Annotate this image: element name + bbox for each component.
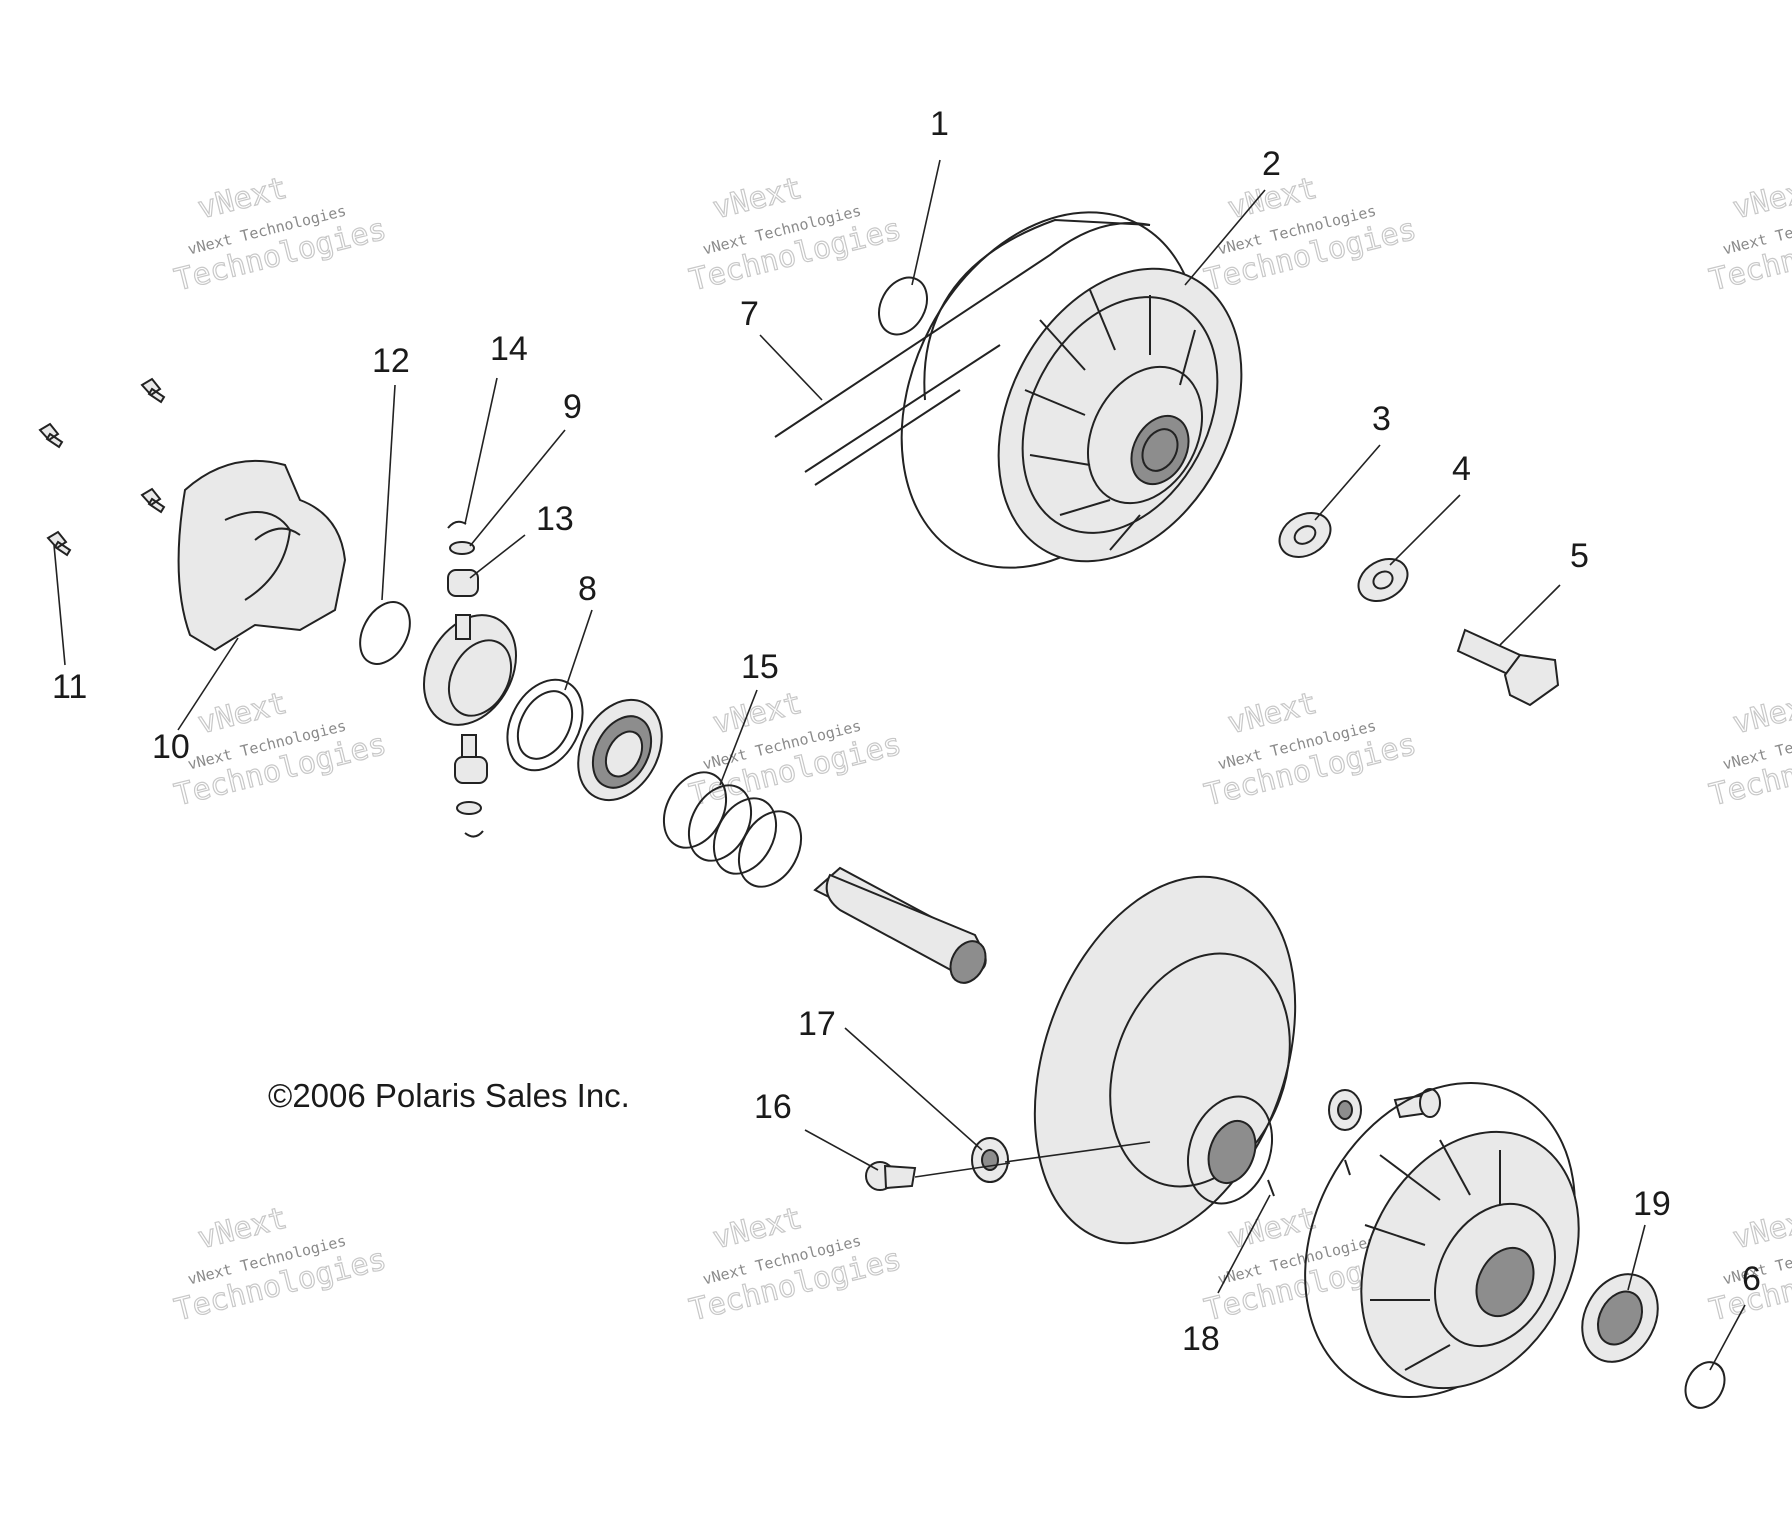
snap-ring [359,601,411,665]
shaft-sleeve [813,866,987,984]
watermark-text: vNext [1729,686,1792,742]
driven-clutch-sheave [1033,875,1297,1245]
bearing-19 [1581,1273,1659,1363]
spider-assembly [422,614,518,758]
roller-stack-top [447,520,479,597]
callout-5: 5 [1570,537,1589,575]
copyright-notice: ©2006 Polaris Sales Inc. [268,1077,630,1114]
watermark-7: vNext vNext Technologies Technologies [1200,685,1420,814]
callout-14: 14 [490,330,528,368]
watermark-text: Technologies [1706,727,1792,813]
watermark-text: vNext [1729,1201,1792,1257]
cam-roller-16 [865,1161,917,1191]
callout-16: 16 [754,1088,792,1126]
callout-3: 3 [1372,400,1391,438]
roller-stack-bottom [454,756,488,838]
watermark-9: vNext vNext Technologies Technologies [170,1200,390,1329]
moveable-sheave [1304,1081,1580,1399]
callout-8: 8 [578,570,597,608]
watermark-1: vNext vNext Technologies Technologies [170,170,390,299]
callout-labels: 1 2 3 4 5 6 7 8 9 10 11 12 13 14 15 16 1… [52,105,1761,1358]
callout-13: 13 [536,500,574,538]
washer-3 [1278,512,1332,558]
watermark-text: vNext [1729,171,1792,227]
callout-7: 7 [740,295,759,333]
clutch-spring [662,771,803,888]
callout-4: 4 [1452,450,1471,488]
callout-9: 9 [563,388,582,426]
retaining-ring-top [878,276,928,336]
callout-17: 17 [798,1005,836,1043]
watermark-text: Technologies [1706,212,1792,298]
cap-screws [38,377,166,557]
spider-button-ring [577,698,663,802]
watermark-6: vNext vNext Technologies Technologies [685,685,905,814]
callout-15: 15 [741,648,779,686]
callout-10: 10 [152,728,190,766]
callout-12: 12 [372,342,410,380]
cam-roller-right [1328,1088,1441,1131]
sheave-fins [1024,289,1196,551]
callout-19: 19 [1633,1185,1671,1223]
callout-1: 1 [930,105,949,143]
retaining-ring-6 [1684,1361,1726,1409]
hex-bolt [1456,628,1560,707]
assembly-line [914,1162,1011,1178]
roll-pin-18 [1267,1159,1351,1197]
assembly-line [1004,1141,1151,1163]
washer-4 [1357,558,1409,602]
drive-clutch-sheave [900,211,1243,569]
watermark-3: vNext vNext Technologies Technologies [1200,170,1420,299]
watermark-10: vNext vNext Technologies Technologies [685,1200,905,1329]
watermark-4: vNext vNext Technologies Technologies [1705,170,1792,299]
watermark-8: vNext vNext Technologies Technologies [1705,685,1792,814]
cam-roller-17 [971,1137,1009,1183]
watermark-5: vNext vNext Technologies Technologies [170,685,390,814]
spider-cover [177,459,347,652]
callout-6: 6 [1742,1260,1761,1298]
callout-2: 2 [1262,145,1281,183]
watermark-12: vNext vNext Technologies Technologies [1705,1200,1792,1329]
callout-11: 11 [52,668,87,706]
callout-18: 18 [1182,1320,1220,1358]
leader-lines [53,159,1746,1371]
watermark-2: vNext vNext Technologies Technologies [685,170,905,299]
